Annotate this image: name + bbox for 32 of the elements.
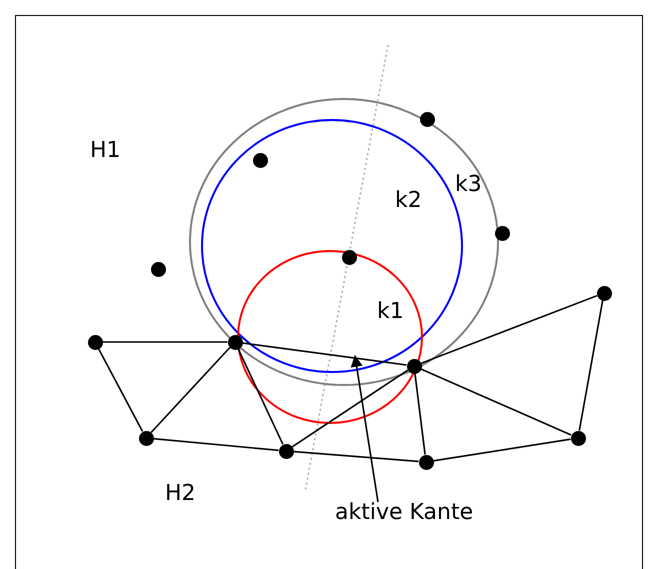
arrow [350, 354, 379, 502]
vertex-dot [252, 152, 268, 168]
triangulation-edge [98, 348, 144, 432]
vertex-dot [342, 250, 356, 264]
triangulation-edge [153, 438, 279, 452]
circle-label: k1 [377, 301, 404, 323]
triangulation-edge [578, 300, 604, 431]
vertex-dot [420, 112, 434, 126]
vertex-dot [150, 262, 166, 276]
region-label: H1 [90, 140, 121, 162]
triangulation-edge [102, 341, 228, 343]
triangulation-edge [292, 369, 408, 448]
vertex-dot [278, 444, 294, 458]
triangulation-edge [293, 450, 419, 462]
vertex-dot [570, 430, 586, 446]
triangulation-edge [420, 368, 572, 436]
triangulation-edge [242, 342, 407, 366]
triangulation-edge [150, 346, 230, 434]
vertex-dot [138, 430, 154, 446]
triangulation-edge [420, 294, 598, 364]
circle-label: k3 [455, 174, 482, 196]
triangulation-edge [414, 373, 426, 455]
vertex-dot [596, 286, 612, 300]
circle-label: k2 [395, 190, 422, 212]
vertex-dot [406, 358, 422, 374]
vertex-dot [88, 334, 102, 350]
region-label: H2 [165, 483, 196, 505]
vertex-dot [494, 226, 510, 240]
triangulation-edge [237, 348, 284, 445]
annotation-text: aktive Kante [335, 502, 474, 524]
triangulation-edge [433, 438, 571, 462]
vertex-dot [418, 454, 434, 470]
